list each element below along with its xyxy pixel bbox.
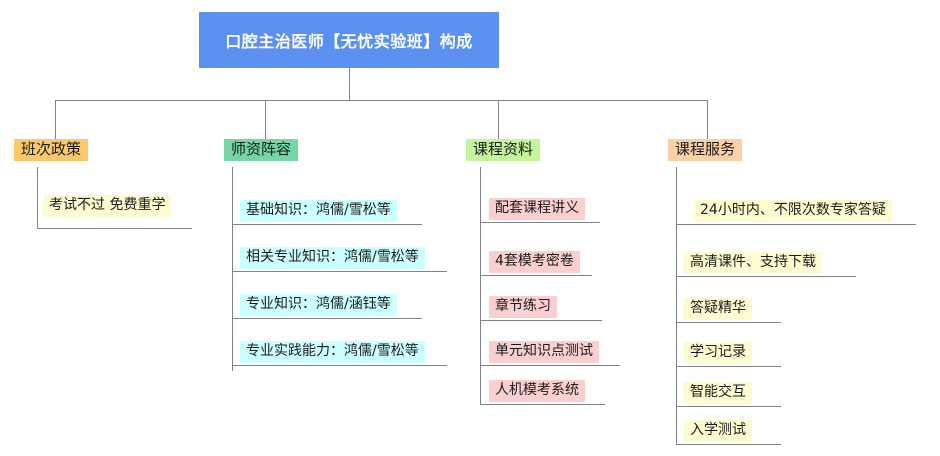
connector-drop-branch-2 — [498, 100, 499, 139]
leaf-node[interactable]: 入学测试 — [684, 419, 752, 442]
connector-leaf-underline — [480, 222, 600, 223]
leaf-node-label: 学习记录 — [684, 342, 752, 364]
leaf-node[interactable]: 人机模考系统 — [489, 379, 585, 402]
connector-leaf-underline — [232, 271, 447, 272]
leaf-node-label: 4套模考密卷 — [489, 251, 580, 273]
branch-node-3[interactable]: 课程服务 — [668, 139, 743, 162]
branch-node-label: 课程资料 — [473, 140, 534, 158]
branch-node-1[interactable]: 师资阵容 — [224, 139, 299, 162]
connector-root-stem — [349, 68, 350, 101]
leaf-node-label: 考试不过 免费重学 — [43, 195, 172, 217]
leaf-node-label: 专业知识：鸿儒/涵钰等 — [240, 294, 397, 316]
leaf-node-label: 专业实践能力：鸿儒/雪松等 — [240, 341, 425, 363]
connector-leaf-underline — [232, 318, 422, 319]
connector-leaf-underline — [676, 276, 856, 277]
leaf-node-label: 智能交互 — [684, 382, 752, 404]
branch-node-label: 班次政策 — [21, 140, 82, 158]
connector-spine-branch-3 — [676, 167, 677, 445]
leaf-node-label: 单元知识点测试 — [489, 341, 599, 363]
leaf-node[interactable]: 答疑精华 — [684, 297, 752, 320]
leaf-node-label: 答疑精华 — [684, 298, 752, 320]
leaf-node[interactable]: 智能交互 — [684, 381, 752, 404]
connector-spine-branch-0 — [37, 167, 38, 229]
connector-spine-branch-2 — [480, 167, 481, 405]
root-node[interactable]: 口腔主治医师【无忧实验班】构成 — [199, 12, 499, 68]
connector-drop-branch-0 — [55, 100, 56, 139]
connector-leaf-underline — [676, 224, 916, 225]
leaf-node[interactable]: 相关专业知识：鸿儒/雪松等 — [240, 246, 425, 269]
leaf-node-label: 高清课件、支持下载 — [684, 252, 822, 274]
leaf-node[interactable]: 4套模考密卷 — [489, 250, 580, 273]
leaf-node[interactable]: 专业实践能力：鸿儒/雪松等 — [240, 340, 425, 363]
leaf-node-label: 基础知识：鸿儒/雪松等 — [240, 200, 397, 222]
leaf-node[interactable]: 章节练习 — [489, 295, 557, 318]
leaf-node[interactable]: 单元知识点测试 — [489, 340, 599, 363]
leaf-node-label: 入学测试 — [684, 420, 752, 442]
branch-node-label: 师资阵容 — [231, 140, 292, 158]
leaf-node[interactable]: 基础知识：鸿儒/雪松等 — [240, 199, 397, 222]
connector-leaf-underline — [232, 224, 422, 225]
leaf-node[interactable]: 学习记录 — [684, 341, 752, 364]
leaf-node-label: 24小时内、不限次数专家答疑 — [694, 200, 892, 222]
connector-spine-branch-1 — [232, 167, 233, 371]
connector-drop-branch-3 — [707, 100, 708, 139]
connector-leaf-underline — [676, 444, 781, 445]
leaf-node[interactable]: 配套课程讲义 — [489, 197, 585, 220]
leaf-node[interactable]: 专业知识：鸿儒/涵钰等 — [240, 293, 397, 316]
leaf-node[interactable]: 24小时内、不限次数专家答疑 — [694, 199, 892, 222]
connector-leaf-underline — [676, 366, 781, 367]
branch-node-0[interactable]: 班次政策 — [14, 139, 89, 162]
connector-leaf-underline — [480, 320, 602, 321]
leaf-node-label: 相关专业知识：鸿儒/雪松等 — [240, 247, 425, 269]
leaf-node-label: 章节练习 — [489, 296, 557, 318]
leaf-node-label: 人机模考系统 — [489, 380, 585, 402]
branch-node-2[interactable]: 课程资料 — [466, 139, 541, 162]
connector-leaf-underline — [480, 275, 592, 276]
connector-leaf-underline — [37, 228, 192, 229]
leaf-node[interactable]: 考试不过 免费重学 — [43, 194, 172, 217]
branch-node-label: 课程服务 — [675, 140, 736, 158]
connector-leaf-underline — [480, 404, 605, 405]
connector-leaf-underline — [676, 406, 781, 407]
connector-leaf-underline — [480, 365, 620, 366]
connector-leaf-underline — [676, 322, 781, 323]
root-node-label: 口腔主治医师【无忧实验班】构成 — [225, 32, 473, 51]
leaf-node-label: 配套课程讲义 — [489, 198, 585, 220]
leaf-node[interactable]: 高清课件、支持下载 — [684, 251, 822, 274]
connector-leaf-underline — [232, 365, 447, 366]
connector-main-trunk — [55, 100, 708, 101]
connector-drop-branch-1 — [265, 100, 266, 139]
